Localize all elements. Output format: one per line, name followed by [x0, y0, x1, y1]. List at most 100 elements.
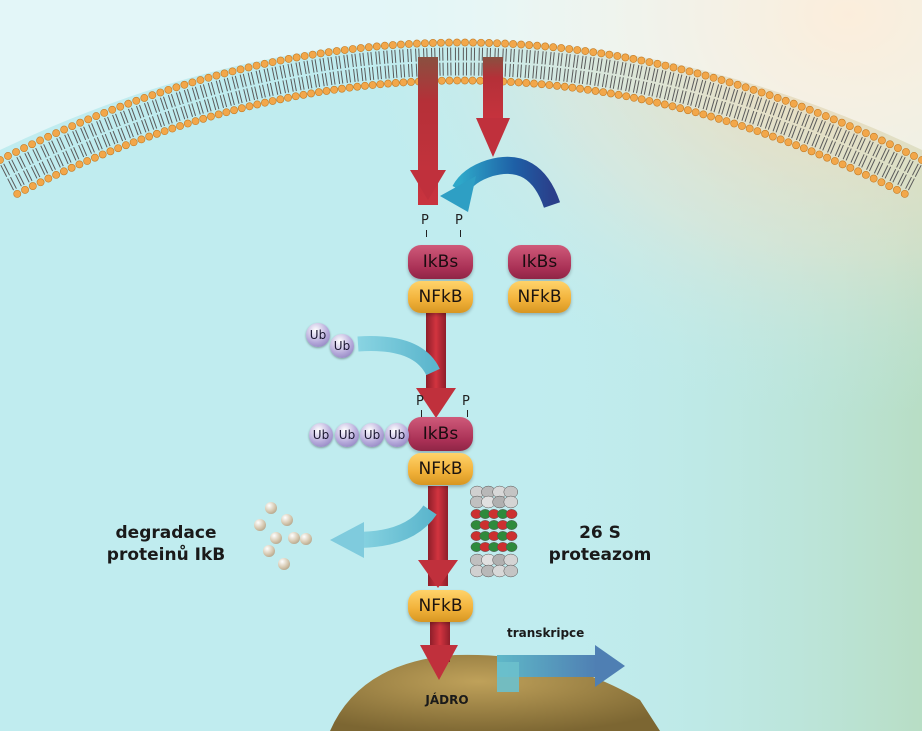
- lipid-tail: [234, 75, 239, 89]
- lipid-tail: [223, 78, 228, 92]
- lipid-tail: [101, 135, 108, 148]
- lipid-tail: [43, 144, 50, 157]
- lipid-tail: [654, 68, 659, 82]
- lipid-tail: [167, 94, 173, 108]
- lipid-head: [391, 79, 400, 87]
- lipid-tail: [638, 65, 643, 79]
- recycle-arrow-icon: [440, 156, 561, 212]
- transcription-label: transkripce: [507, 626, 585, 640]
- lipid-head: [368, 81, 377, 89]
- lipid-tail: [255, 70, 260, 84]
- lipid-head: [291, 92, 300, 101]
- lipid-head: [581, 47, 590, 55]
- lipid-tail: [394, 49, 397, 63]
- lipid-tail: [353, 68, 356, 82]
- lipid-head: [493, 39, 501, 48]
- lipid-tail: [853, 151, 860, 165]
- lipid-head: [353, 82, 362, 91]
- lipid-tail: [321, 73, 325, 87]
- lipid-tail: [772, 118, 778, 132]
- lipid-head: [59, 167, 68, 176]
- lipid-tail: [651, 68, 656, 82]
- lipid-head: [199, 114, 208, 123]
- lipid-head: [260, 59, 269, 68]
- lipid-tail: [798, 128, 805, 142]
- lipid-tail: [25, 168, 33, 182]
- lipid-tail: [848, 133, 855, 146]
- lipid-tail: [154, 99, 161, 112]
- proteasome-subunit: [505, 520, 518, 530]
- lipid-tail: [694, 94, 700, 108]
- lipid-head: [845, 122, 854, 130]
- lipid-tail: [555, 67, 558, 81]
- lipid-tail: [547, 66, 551, 80]
- lipid-tail: [752, 111, 758, 125]
- lipid-tail: [517, 49, 520, 63]
- lipid-tail: [258, 85, 263, 99]
- lipid-head: [676, 104, 685, 113]
- lipid-head: [261, 98, 269, 107]
- lipid-tail: [858, 154, 865, 167]
- lipid-tail: [203, 99, 209, 113]
- signal-arrow-icon: [476, 57, 510, 157]
- lipid-tail: [837, 144, 844, 158]
- lipid-head: [533, 41, 542, 50]
- lipid-tail: [509, 63, 511, 77]
- lipid-tail: [678, 74, 683, 88]
- lipid-tail: [801, 113, 807, 127]
- lipid-tail: [33, 165, 41, 178]
- lipid-tail: [876, 162, 884, 175]
- lipid-tail: [827, 140, 834, 153]
- lipid-head: [396, 40, 405, 49]
- lipid-tail: [812, 117, 818, 131]
- lipid-head: [345, 83, 354, 92]
- lipid-head: [75, 160, 84, 169]
- lipid-tail: [80, 127, 87, 141]
- lipid-tail: [136, 121, 142, 135]
- lipid-tail: [246, 88, 251, 102]
- lipid-tail: [521, 49, 523, 63]
- lipid-tail: [279, 65, 284, 79]
- lipid-tail: [123, 110, 129, 124]
- lipid-tail: [301, 76, 305, 90]
- lipid-head: [621, 53, 630, 62]
- lipid-tail: [147, 101, 153, 115]
- lipid-tail: [386, 50, 389, 64]
- lipid-tail: [710, 98, 715, 112]
- lipid-tail: [231, 76, 236, 90]
- lipid-head: [768, 132, 777, 141]
- lipid-head: [738, 122, 746, 130]
- lipid-head: [132, 96, 141, 105]
- ubiquitin: Ub: [309, 423, 333, 447]
- lipid-head: [12, 148, 20, 156]
- lipid-tail: [290, 63, 295, 77]
- peptide-fragment: [281, 514, 293, 526]
- lipid-tail: [617, 76, 621, 90]
- lipid-tail: [30, 166, 38, 179]
- lipid-head: [21, 186, 29, 194]
- lipid-tail: [705, 97, 711, 111]
- lipid-tail: [11, 159, 18, 172]
- lipid-tail: [309, 75, 313, 89]
- lipid-tail: [702, 96, 708, 110]
- lipid-tail: [199, 100, 204, 114]
- peptide-fragment: [278, 558, 290, 570]
- lipid-head: [129, 138, 138, 147]
- nfkb-protein: NFkB: [408, 453, 473, 485]
- lipid-head: [252, 61, 261, 70]
- lipid-tail: [607, 59, 611, 73]
- lipid-tail: [859, 138, 866, 151]
- lipid-tail: [612, 60, 616, 74]
- lipid-head: [460, 76, 469, 85]
- lipid-tail: [78, 144, 85, 158]
- lipid-tail: [725, 103, 731, 117]
- lipid-head: [122, 141, 130, 150]
- lipid-tail: [210, 82, 216, 95]
- lipid-tail: [104, 133, 111, 147]
- lipid-tail: [410, 48, 413, 62]
- lipid-tail: [403, 64, 406, 78]
- lipid-tail: [262, 84, 266, 98]
- lipid-head: [797, 102, 806, 111]
- lipid-tail: [88, 124, 95, 137]
- lipid-head: [599, 88, 608, 97]
